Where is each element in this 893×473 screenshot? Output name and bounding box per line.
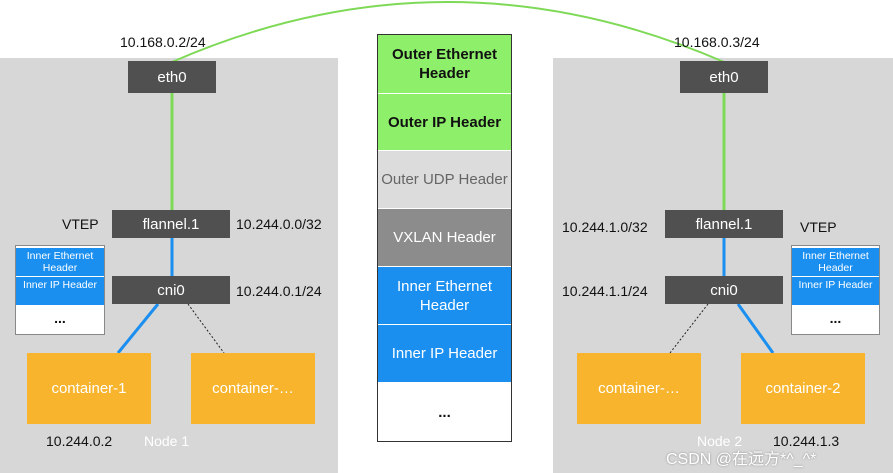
packet-outer-udp-header: Outer UDP Header xyxy=(378,151,511,208)
node-2-cni0-container-1-link xyxy=(669,303,709,354)
node-2-eth0: eth0 xyxy=(680,61,768,93)
node-2-vtep-label: VTEP xyxy=(800,219,837,235)
node-1-container-2: container-… xyxy=(191,353,315,424)
node-2-name: Node 2 xyxy=(697,433,743,449)
node-2-flannel: flannel.1 xyxy=(665,210,783,238)
node-1-mini-inner-ethernet: Inner Ethernet Header xyxy=(16,248,104,276)
packet-outer-ip-header: Outer IP Header xyxy=(378,94,511,150)
node-1-container-1: container-1 xyxy=(27,353,151,424)
node-1-mini-inner-ip: Inner IP Header xyxy=(16,277,104,305)
node-1-cni0-ip: 10.244.0.1/24 xyxy=(236,283,322,299)
node-1-vtep-label: VTEP xyxy=(62,216,99,232)
node-1-container-ip: 10.244.0.2 xyxy=(46,433,113,449)
node-1-flannel-ip: 10.244.0.0/32 xyxy=(236,216,322,232)
node-1-eth0-ip: 10.168.0.2/24 xyxy=(120,34,206,50)
node-1-cni0-container-2-link xyxy=(187,303,225,354)
node-1-mini-more: ... xyxy=(54,310,66,326)
node-1-eth0: eth0 xyxy=(128,61,216,93)
node-1-name: Node 1 xyxy=(144,433,190,449)
packet-inner-ip-header: Inner IP Header xyxy=(378,325,511,382)
node-2-mini-inner-ip: Inner IP Header xyxy=(792,277,879,305)
watermark: CSDN @在远方*^_^* xyxy=(666,451,817,468)
node-2-cni0-container-2-link xyxy=(736,303,775,354)
node-2-mini-inner-ethernet: Inner Ethernet Header xyxy=(792,248,879,276)
packet-vxlan-header: VXLAN Header xyxy=(378,209,511,266)
node-1-mini-packet: Inner Ethernet Header Inner IP Header ..… xyxy=(15,245,105,335)
node-2-cni0-ip: 10.244.1.1/24 xyxy=(562,283,648,299)
packet-outer-ethernet-header: Outer Ethernet Header xyxy=(378,35,511,93)
vxlan-packet: Outer Ethernet Header Outer IP Header Ou… xyxy=(377,34,512,442)
packet-inner-ethernet-header: Inner Ethernet Header xyxy=(378,267,511,324)
node-1-flannel: flannel.1 xyxy=(112,210,230,238)
node-2-mini-more: ... xyxy=(829,310,842,326)
node-2-container-ip: 10.244.1.3 xyxy=(773,433,840,449)
node-1-cni0: cni0 xyxy=(112,276,230,304)
node-2-container-2: container-2 xyxy=(741,353,865,424)
packet-more: ... xyxy=(378,383,511,441)
node-2-cni0: cni0 xyxy=(665,276,783,304)
underlay-link-arc xyxy=(171,1,725,63)
node-2-flannel-ip: 10.244.1.0/32 xyxy=(562,219,648,235)
node-1-cni0-container-1-link xyxy=(116,303,160,354)
node-2-container-1: container-… xyxy=(577,353,701,424)
node-2-mini-packet: Inner Ethernet Header Inner IP Header ..… xyxy=(791,245,880,335)
node-2-eth0-ip: 10.168.0.3/24 xyxy=(674,34,760,50)
